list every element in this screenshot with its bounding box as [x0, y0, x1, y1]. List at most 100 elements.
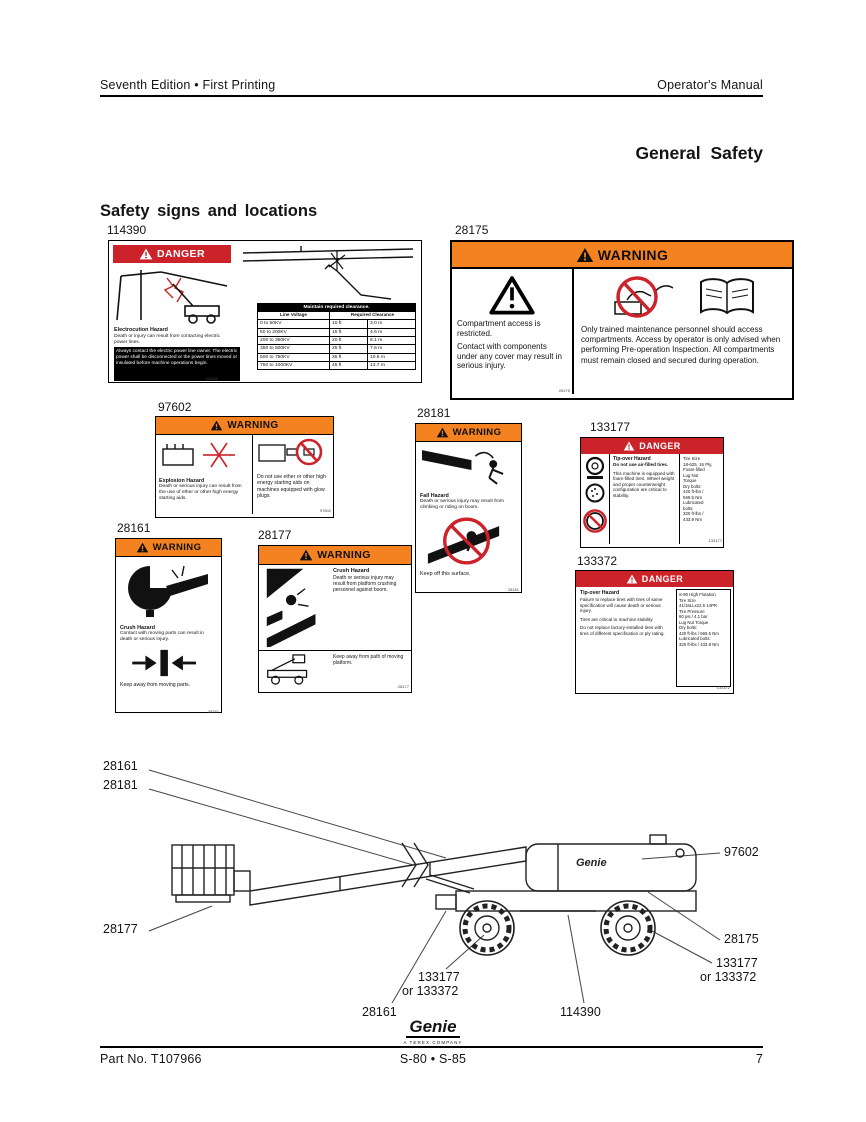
- alert-triangle-icon: [489, 276, 535, 315]
- header-manual-title: Operator's Manual: [657, 78, 763, 92]
- hazard-title: Explosion Hazard: [159, 478, 205, 484]
- no-ether-graphic: [258, 438, 323, 466]
- warning-header: WARNING: [116, 539, 221, 557]
- note-text: This machine is equipped with foam-fille…: [613, 470, 675, 498]
- sign-text-column: Tip-over Hazard Failure to replace tires…: [576, 587, 674, 690]
- safety-alert-icon: [136, 542, 148, 553]
- sign-28161: WARNING Crush Hazard Contact with moving…: [115, 538, 222, 714]
- footer-divider: [100, 1046, 763, 1048]
- hazard-text: Death or serious injury may result from …: [420, 499, 504, 510]
- callout-133177-right: 133177: [716, 956, 758, 970]
- part-code: 133177: [708, 538, 722, 543]
- hazard-title: Crush Hazard: [333, 568, 370, 574]
- sign-number-114390: 114390: [107, 223, 147, 237]
- wheel-left: [459, 900, 515, 956]
- hazard-instruction: Always contact the electric power line o…: [114, 347, 240, 381]
- callout-133372-right: or 133372: [700, 970, 757, 984]
- safety-alert-icon: [624, 441, 635, 451]
- meters-cell: 4.6 m: [367, 327, 416, 337]
- hazard-text: Contact with moving parts can result in …: [120, 631, 204, 642]
- platform: [171, 844, 251, 903]
- electrocution-graphic: [116, 270, 228, 324]
- sign-header-text: WARNING: [317, 549, 371, 561]
- voltage-cell: 750 to 1000KV: [257, 361, 330, 371]
- sign-number-133372: 133372: [577, 554, 618, 568]
- hazard-text: Death or injury can result from contacti…: [114, 334, 221, 345]
- callout-114390: 114390: [560, 1005, 601, 1019]
- maintenance-text: Only trained maintenance personnel shoul…: [581, 325, 781, 365]
- safety-alert-icon: [211, 420, 223, 431]
- part-code: 133372: [716, 685, 730, 690]
- safety-alert-icon: [626, 574, 638, 584]
- sign-graphic-cell: [259, 651, 329, 690]
- section-title: General Safety: [635, 143, 763, 163]
- safety-alert-icon: [576, 247, 593, 262]
- sign-header-text: DANGER: [641, 574, 684, 584]
- footer-page-number: 7: [755, 1052, 763, 1066]
- keep-off-graphic: [427, 517, 500, 565]
- header-edition: Seventh Edition • First Printing: [100, 78, 276, 92]
- hazard-title: Electrocution Hazard: [114, 327, 168, 333]
- meters-cell: 6.1 m: [367, 335, 416, 346]
- part-code: 28177: [397, 684, 409, 689]
- callout-28161-bottom: 28161: [362, 1005, 397, 1019]
- footer-part-number: Part No. T107966: [100, 1052, 202, 1066]
- callout-28175: 28175: [724, 932, 759, 946]
- sign-number-97602: 97602: [158, 400, 192, 414]
- manual-book-icon: [700, 278, 754, 315]
- note-text-2: Do not replace factory-installed tires w…: [580, 625, 665, 636]
- danger-header: DANGER: [576, 571, 733, 587]
- warning-header: WARNING: [259, 546, 411, 565]
- hazard-title: Fall Hazard: [420, 493, 449, 499]
- sign-header-text: WARNING: [597, 246, 669, 263]
- sign-text-cell: Crush Hazard Death or serious injury may…: [329, 565, 411, 650]
- wheel-right: [600, 900, 656, 956]
- sign-number-28175: 28175: [455, 223, 489, 237]
- feet-cell: 25 ft: [329, 344, 368, 354]
- instruction-text: Keep away from moving parts.: [120, 681, 191, 688]
- instruction-text: Keep away from path of moving platform.: [333, 654, 404, 667]
- foam-filled-tire-icon: [585, 483, 605, 503]
- tire-specs: Tire Size 18-625, 16 Ply, Foam-filled Lu…: [683, 456, 713, 522]
- col-voltage: Line Voltage: [257, 311, 330, 321]
- danger-header: DANGER: [581, 438, 723, 454]
- genie-logo-tagline: A TEREX COMPANY: [403, 1040, 463, 1045]
- feet-cell: 15 ft: [329, 327, 368, 337]
- sign-left-panel: Explosion Hazard Death or serious injury…: [156, 435, 253, 514]
- part-code: 28161: [207, 709, 219, 714]
- hazard-text: Death or serious injury may result from …: [333, 575, 397, 594]
- warning-header: WARNING: [452, 242, 792, 269]
- col-clearance: Required Clearance: [329, 311, 416, 321]
- sign-header-text: WARNING: [227, 420, 279, 431]
- table-header-row: Line Voltage Required Clearance: [257, 311, 416, 321]
- sign-number-133177: 133177: [590, 420, 631, 434]
- danger-header: DANGER: [113, 245, 231, 263]
- page-heading: Safety signs and locations: [100, 202, 318, 220]
- safety-alert-icon: [299, 549, 313, 561]
- sign-28175: WARNING Compartment access is restricted…: [450, 240, 794, 400]
- hazard-text: Failure to replace tires with tires of s…: [580, 597, 663, 614]
- tire-specs: S-80 High Flotation Tire Size 41/18LLx22…: [676, 589, 731, 687]
- sign-number-28181: 28181: [417, 406, 451, 420]
- fall-hazard-graphic: [421, 450, 504, 485]
- sign-top-section: Crush Hazard Death or serious injury may…: [259, 565, 411, 651]
- platform-crush-graphic: [266, 568, 316, 649]
- sign-left-panel: Compartment access is restricted. Contac…: [452, 269, 574, 394]
- sign-spec-column: Tire Size 18-625, 16 Ply, Foam-filled Lu…: [679, 454, 723, 544]
- sign-right-panel: Do not use ether or other high energy st…: [253, 435, 333, 514]
- sign-icon-column: [581, 454, 610, 544]
- sign-114390: DANGER Electrocution Hazard Death or inj…: [108, 240, 422, 383]
- meters-cell: 3.0 m: [367, 319, 416, 329]
- sign-header-text: DANGER: [157, 248, 205, 260]
- note-text-1: Tires are critical to machine stability.: [580, 616, 654, 622]
- instruction-text: Do not use ether or other high energy st…: [257, 474, 326, 500]
- sign-28177: WARNING Crush Hazard Death or serious in…: [258, 545, 412, 693]
- safety-alert-icon: [139, 248, 153, 260]
- sign-133177: DANGER T: [580, 437, 724, 548]
- table-title: Maintain required clearance.: [257, 302, 416, 313]
- header-divider: [100, 95, 763, 97]
